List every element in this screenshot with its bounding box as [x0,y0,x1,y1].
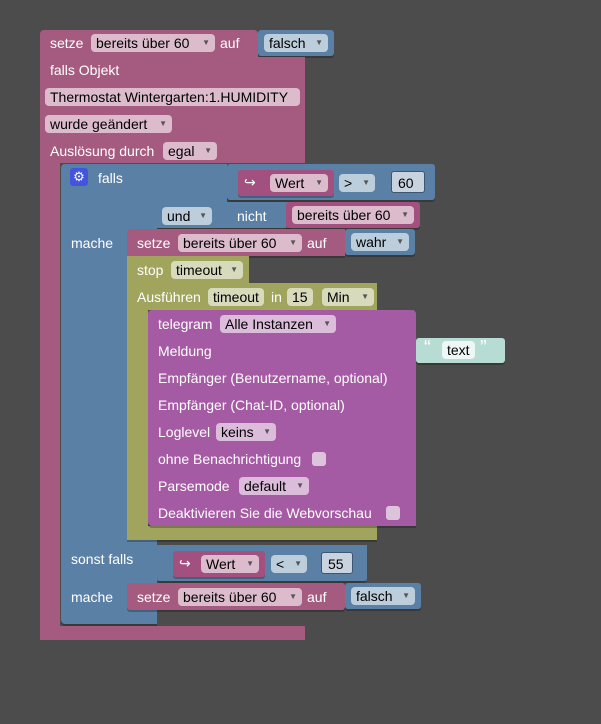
to-keyword: auf [307,589,327,605]
parsemode-dropdown[interactable]: default [239,477,309,495]
telegram-keyword: telegram [158,316,213,332]
timeout-number-field[interactable]: 15 [287,288,313,306]
text-block[interactable]: “ text ” [416,338,505,363]
compare-op-dropdown[interactable]: > [339,174,375,192]
boolean-value-block[interactable]: falsch [258,30,334,56]
do2-label: mache [71,589,114,605]
logic-and-block[interactable]: und [157,200,227,228]
gear-icon[interactable]: ⚙ [70,168,88,186]
boolean-value-block[interactable]: wahr [345,229,415,255]
logic-op-dropdown[interactable]: und [162,207,212,225]
loglevel-label: Loglevel [158,424,211,440]
instance-dropdown[interactable]: Alle Instanzen [220,315,336,333]
set-keyword: setze [50,35,84,51]
trigger-by-dropdown[interactable]: egal [163,142,217,160]
trigger-label: falls Objekt [50,62,120,78]
value-getter-block-2[interactable]: ↪ Wert [173,551,265,577]
boolean-dropdown[interactable]: falsch [351,587,415,605]
variable-dropdown[interactable]: bereits über 60 [178,588,302,606]
silent-checkbox[interactable] [312,452,326,466]
trigger-by-label: Auslösung durch [50,143,155,159]
quote-open-icon: “ [424,337,431,359]
variable-dropdown[interactable]: bereits über 60 [91,34,215,52]
variable-getter-block[interactable]: bereits über 60 [286,202,420,228]
text-value-field[interactable]: text [442,341,475,359]
value-dropdown[interactable]: Wert [201,555,259,573]
compare-op-dropdown[interactable]: < [271,555,307,573]
object-id-field[interactable]: Thermostat Wintergarten:1.HUMIDITY [45,88,300,106]
to-keyword: auf [220,35,240,51]
boolean-dropdown[interactable]: falsch [264,34,328,52]
do-label: mache [71,235,114,251]
elseif-label: sonst falls [71,551,134,567]
set-keyword: setze [137,235,171,251]
set-variable-block-true[interactable]: setze bereits über 60 auf [127,229,345,256]
compare-number[interactable]: 60 [391,171,425,193]
stop-timeout-block[interactable]: stop timeout [127,256,249,283]
not-block[interactable]: nicht [227,202,291,228]
recipient-chat-label: Empfänger (Chat-ID, optional) [158,397,345,413]
set-variable-block-false[interactable]: setze bereits über 60 auf [127,583,345,610]
disable-preview-checkbox[interactable] [386,506,400,520]
arrow-return-icon: ↪ [179,555,191,571]
set-keyword: setze [137,589,171,605]
not-label: nicht [237,208,267,224]
if-label: falls [98,170,123,186]
timeout-name-field[interactable]: timeout [208,288,264,306]
arrow-return-icon: ↪ [244,174,256,190]
value-dropdown[interactable]: Wert [270,174,328,192]
unit-dropdown[interactable]: Min [322,288,374,306]
flag-dropdown[interactable]: bereits über 60 [292,206,414,224]
silent-label: ohne Benachrichtigung [158,451,302,467]
in-keyword: in [271,289,282,305]
value-getter-block[interactable]: ↪ Wert [238,170,334,196]
compare-number[interactable]: 55 [321,552,353,574]
timeout-dropdown[interactable]: timeout [171,261,243,279]
variable-dropdown[interactable]: bereits über 60 [178,234,302,252]
set-variable-block-top[interactable]: setze bereits über 60 auf [40,30,258,57]
exec-keyword: Ausführen [137,289,201,305]
message-label: Meldung [158,343,212,359]
to-keyword: auf [307,235,327,251]
boolean-dropdown[interactable]: wahr [351,233,409,251]
quote-close-icon: ” [480,337,487,359]
recipient-user-label: Empfänger (Benutzername, optional) [158,370,388,386]
loglevel-dropdown[interactable]: keins [216,423,276,441]
stop-keyword: stop [137,262,164,278]
boolean-value-block[interactable]: falsch [345,583,421,609]
telegram-block[interactable]: telegram Alle Instanzen Meldung Empfänge… [148,310,416,526]
event-dropdown[interactable]: wurde geändert [45,115,172,133]
disable-preview-label: Deaktivieren Sie die Webvorschau [158,505,372,521]
parsemode-label: Parsemode [158,478,230,494]
